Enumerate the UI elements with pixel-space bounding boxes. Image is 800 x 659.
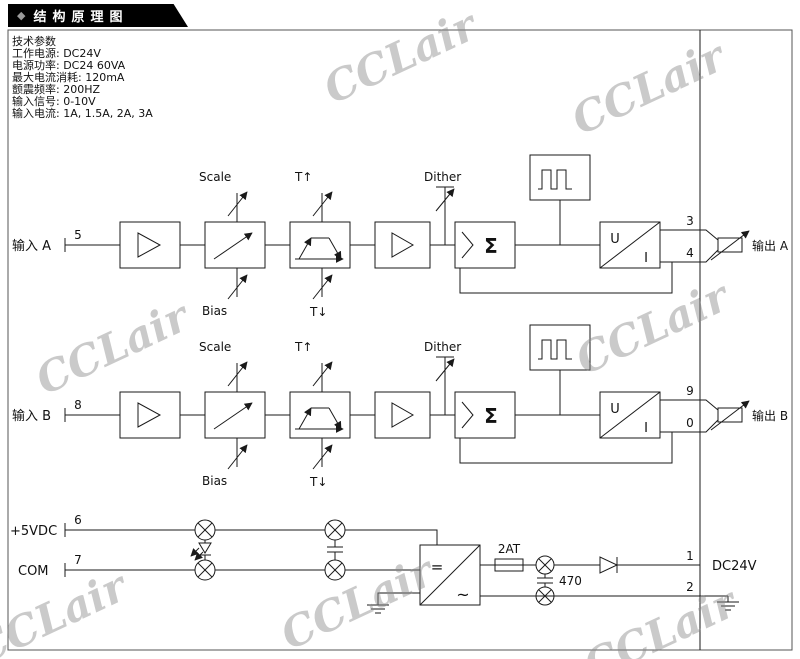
dc24v-label: DC24V <box>712 559 757 574</box>
bias-label: Bias <box>202 474 227 488</box>
scale-bias-block <box>204 391 266 439</box>
feedback-wire <box>459 432 673 464</box>
title-banner: ◆ 结构原理图 <box>8 4 188 27</box>
fuse-symbol <box>494 558 524 572</box>
sigma-symbol: Σ <box>484 404 498 428</box>
solenoid-symbol <box>710 230 750 261</box>
feedback-wire <box>459 262 673 294</box>
dc-symbol: = <box>431 558 444 576</box>
amplifier-block-2 <box>374 221 431 269</box>
pin-number: 7 <box>74 553 82 567</box>
ramp-down-pot <box>312 438 333 470</box>
u-label: U <box>610 402 620 417</box>
pin-number: 0 <box>686 416 694 430</box>
summation-block: Σ <box>454 391 516 439</box>
output-label: 输出 A <box>752 238 789 253</box>
diamond-icon: ◆ <box>17 9 26 22</box>
bias-label: Bias <box>202 304 227 318</box>
pin-number: 1 <box>686 549 694 563</box>
spec-title: 技术参数 <box>12 35 56 48</box>
bias-pot <box>227 438 248 470</box>
ramp-up-label: T↑ <box>294 340 312 354</box>
i-label: I <box>644 421 648 436</box>
led-indicator-symbol <box>190 540 212 561</box>
wire <box>660 229 719 241</box>
wire <box>660 419 719 433</box>
i-label: I <box>644 251 648 266</box>
dither-generator-block <box>529 154 591 201</box>
spec-item: 工作电源: DC24V <box>12 47 101 60</box>
wire <box>660 249 719 263</box>
sigma-symbol: Σ <box>484 234 498 258</box>
amplifier-block-1 <box>119 221 181 269</box>
pin-number: 8 <box>74 398 82 412</box>
ramp-down-label: T↓ <box>309 305 327 319</box>
wire <box>660 399 719 411</box>
bias-pot <box>227 268 248 300</box>
fuse-label: 2AT <box>498 542 521 556</box>
input-label: 输入 A <box>12 238 51 254</box>
u-label: U <box>610 232 620 247</box>
power-converter-block: = ~ <box>419 544 481 606</box>
spec-item: 输入信号: 0-10V <box>12 95 96 108</box>
scale-pot <box>227 191 248 222</box>
smoothing-capacitor-symbol <box>537 574 553 587</box>
pin-number: 5 <box>74 228 82 242</box>
com-label: COM <box>18 564 49 579</box>
filter-capacitor-symbol <box>327 540 343 560</box>
page-title: 结构原理图 <box>33 10 129 25</box>
ramp-up-pot <box>312 361 333 392</box>
ui-converter-block: U I <box>599 391 661 439</box>
v5-label: +5VDC <box>10 524 57 539</box>
diode-symbol <box>599 556 619 574</box>
ramp-down-pot <box>312 268 333 300</box>
power-section: +5VDC 6 COM 7 <box>10 513 757 614</box>
dither-label: Dither <box>424 170 461 184</box>
amplifier-block-1 <box>119 391 181 439</box>
ramp-up-label: T↑ <box>294 170 312 184</box>
ui-converter-block: U I <box>599 221 661 269</box>
spec-item: 颤震频率: 200HZ <box>12 83 101 96</box>
scale-pot <box>227 361 248 392</box>
emc-filter-symbol <box>194 519 216 581</box>
scale-label: Scale <box>199 340 231 354</box>
output-label: 输出 B <box>752 408 788 423</box>
ground-symbol <box>717 596 739 611</box>
pin-number: 4 <box>686 246 694 260</box>
dither-pot <box>435 186 455 245</box>
ramp-up-pot <box>312 191 333 222</box>
scale-label: Scale <box>199 170 231 184</box>
spec-item: 最大电流消耗: 120mA <box>12 71 125 84</box>
channel-a: 输入 A 5 Scale Bias <box>12 154 789 319</box>
spec-item: 电源功率: DC24 60VA <box>12 59 126 72</box>
amplifier-block-2 <box>374 391 431 439</box>
capacitor-label: 470 <box>559 574 582 588</box>
diagram-border <box>7 29 793 651</box>
ground-symbol <box>367 592 420 614</box>
pin-number: 9 <box>686 384 694 398</box>
pin-number: 2 <box>686 580 694 594</box>
pin-number: 6 <box>74 513 82 527</box>
input-label: 输入 B <box>12 408 51 424</box>
ramp-block <box>289 391 351 439</box>
wire <box>65 529 438 545</box>
solenoid-symbol <box>710 400 750 431</box>
ramp-block <box>289 221 351 269</box>
dither-generator-block <box>529 324 591 371</box>
ac-symbol: ~ <box>456 585 469 604</box>
scale-bias-block <box>204 221 266 269</box>
emc-filter-symbol <box>324 519 346 581</box>
spec-list: 技术参数 工作电源: DC24V 电源功率: DC24 60VA 最大电流消耗:… <box>12 36 153 120</box>
dither-label: Dither <box>424 340 461 354</box>
pin-number: 3 <box>686 214 694 228</box>
dither-pot <box>435 356 455 415</box>
emc-filter-symbol <box>535 555 555 575</box>
spec-item: 输入电流: 1A, 1.5A, 2A, 3A <box>12 107 153 120</box>
ramp-down-label: T↓ <box>309 475 327 489</box>
channel-b: 输入 B 8 Scale Bias <box>12 324 788 489</box>
summation-block: Σ <box>454 221 516 269</box>
